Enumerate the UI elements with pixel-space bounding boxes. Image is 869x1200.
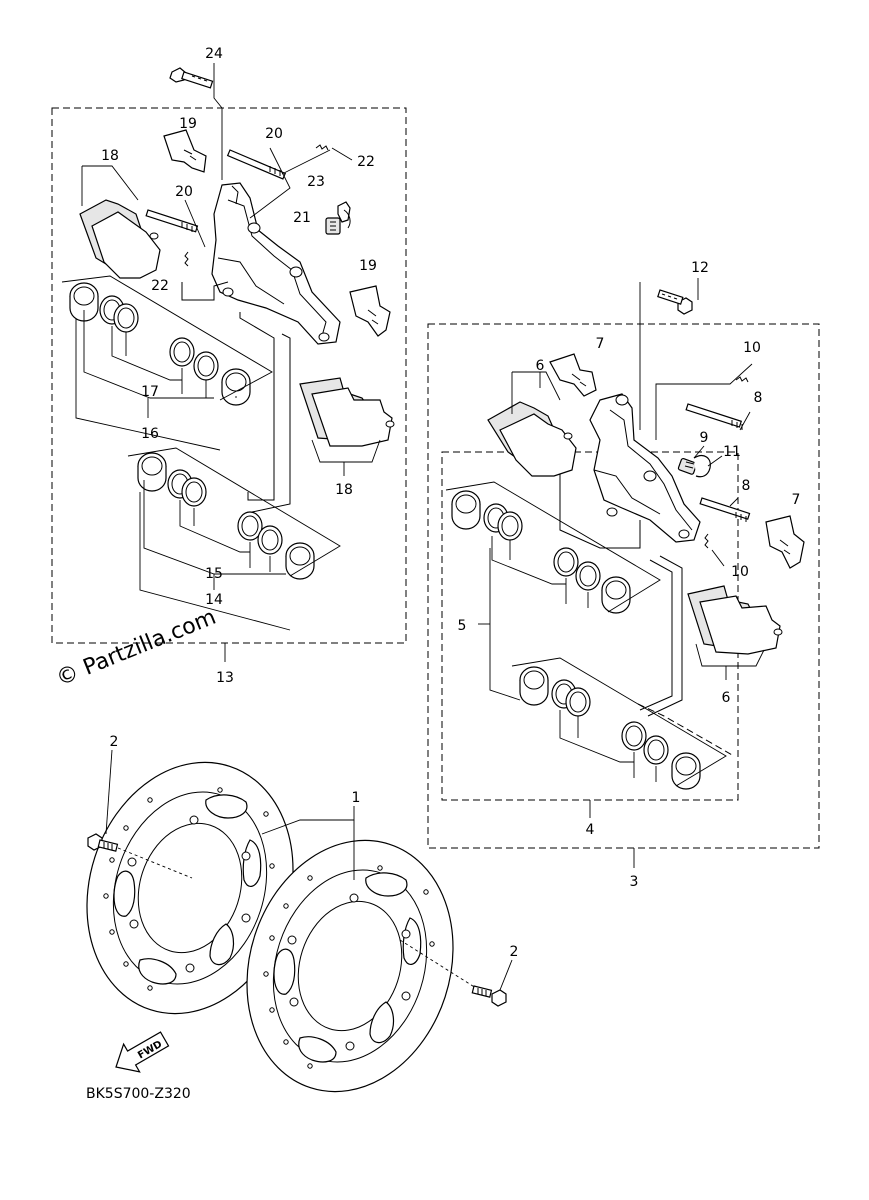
callout-6-upper: 6 xyxy=(536,358,545,374)
pad-pin-8-upper xyxy=(685,403,743,430)
callout-2-right: 2 xyxy=(510,944,519,960)
callout-22-lower: 22 xyxy=(151,278,169,294)
pad-spring-7-lower xyxy=(765,515,805,569)
partzilla-watermark: © Partzilla.com xyxy=(53,605,220,692)
callout-9: 9 xyxy=(700,430,709,446)
callout-23: 23 xyxy=(307,174,325,190)
clip-10-upper xyxy=(735,376,749,383)
callout-8-lower: 8 xyxy=(742,478,751,494)
pad-pin-20-upper xyxy=(226,149,287,180)
callout-13: 13 xyxy=(216,670,234,686)
callout-18-upper: 18 xyxy=(101,148,119,164)
brake-disc-left xyxy=(86,761,294,1015)
disc-bolt-2-right xyxy=(471,985,507,1007)
brake-pad-18-upper xyxy=(79,199,161,279)
callout-4: 4 xyxy=(586,822,595,838)
callout-18-lower: 18 xyxy=(335,482,353,498)
right-caliper-body xyxy=(589,393,701,543)
forward-direction-arrow: FWD xyxy=(115,1031,170,1073)
callout-7-lower: 7 xyxy=(792,492,801,508)
callout-20-lower: 20 xyxy=(175,184,193,200)
callout-10-upper: 10 xyxy=(743,340,761,356)
callout-6-lower: 6 xyxy=(722,690,731,706)
caliper-mounting-bolt-12 xyxy=(657,289,693,315)
callout-15: 15 xyxy=(205,566,223,582)
callout-14: 14 xyxy=(205,592,223,608)
callout-21: 21 xyxy=(293,210,311,226)
right-caliper-assembly-boundary xyxy=(427,323,820,849)
brake-pad-6-upper xyxy=(487,401,577,477)
disc-drill-holes-left xyxy=(103,787,275,991)
callout-22-upper: 22 xyxy=(357,154,375,170)
bleed-screw-9 xyxy=(677,455,711,478)
brake-disc-right xyxy=(246,839,454,1093)
piston-set-upper-right xyxy=(451,490,631,614)
callout-1: 1 xyxy=(352,790,361,806)
left-caliper-assembly-boundary xyxy=(51,107,407,644)
bleed-screw-21 xyxy=(325,201,351,235)
callout-12: 12 xyxy=(691,260,709,276)
diagram-code: BK5S700-Z320 xyxy=(86,1086,191,1102)
callout-11: 11 xyxy=(723,444,741,460)
callout-19-upper: 19 xyxy=(179,116,197,132)
pad-spring-19-upper xyxy=(163,129,207,173)
callout-16: 16 xyxy=(141,426,159,442)
left-caliper-body xyxy=(211,182,341,345)
brake-pad-6-lower xyxy=(687,585,783,655)
callout-10-lower: 10 xyxy=(731,564,749,580)
right-caliper-subassembly-4-boundary xyxy=(441,451,739,801)
pad-spring-7-upper xyxy=(549,353,597,397)
clip-10-lower xyxy=(704,533,709,549)
callout-24: 24 xyxy=(205,46,223,62)
callout-3: 3 xyxy=(630,874,639,890)
pad-pin-8-lower xyxy=(699,497,751,522)
clip-22-lower xyxy=(184,251,189,267)
disc-drill-holes-right xyxy=(263,865,435,1069)
brake-pad-18-lower xyxy=(299,377,395,447)
pad-pin-20-lower xyxy=(145,209,199,233)
disc-bolt-2-left xyxy=(87,833,119,852)
callout-5: 5 xyxy=(458,618,467,634)
pad-spring-19-lower xyxy=(349,285,391,337)
piston-set-lower-right xyxy=(519,666,701,790)
callout-7-upper: 7 xyxy=(596,336,605,352)
caliper-mounting-bolt-24 xyxy=(169,67,214,89)
callout-20-upper: 20 xyxy=(265,126,283,142)
callout-8-upper: 8 xyxy=(754,390,763,406)
callout-17: 17 xyxy=(141,384,159,400)
callout-2-left: 2 xyxy=(110,734,119,750)
piston-set-upper-left xyxy=(69,282,251,406)
clip-22-upper xyxy=(315,144,329,151)
piston-set-lower-left xyxy=(137,452,315,580)
callout-19-lower: 19 xyxy=(359,258,377,274)
